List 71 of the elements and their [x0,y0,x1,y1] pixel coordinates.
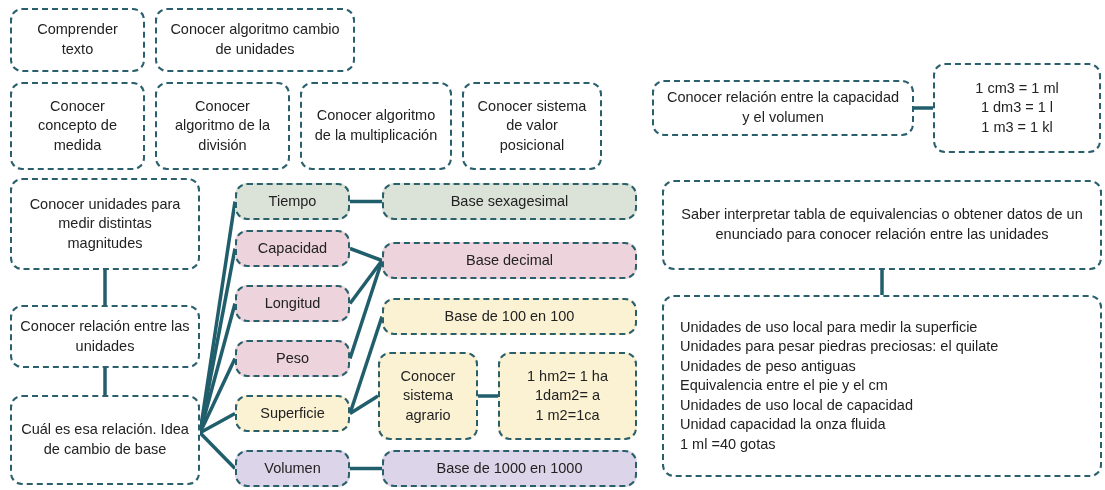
node-text: Base de 1000 en 1000 [436,458,583,478]
list-item: Equivalencia entre el pie y el cm [680,376,888,396]
magnitude-box [235,340,350,377]
concept-box [10,395,200,485]
concept-box [10,305,200,368]
node-text: Conocer sistema agrario [399,366,457,425]
concept-box [300,82,452,170]
equation-box [933,63,1101,153]
node-text: Conocer sistema de valor posicional [476,96,588,155]
list-item: 1 ml =40 gotas [680,434,776,454]
connector-line [350,199,382,204]
node-text: Saber interpretar tabla de equivalencias o obtener datos de un enunciado para conocer relación entre las unidades [680,205,1084,244]
node-text: Peso [275,348,310,368]
node-text: 1 m2=1ca [535,405,600,425]
concept-box [462,82,602,170]
node-text: Volumen [264,458,321,478]
skill-box [662,180,1102,270]
node-text: Conocer algoritmo de la división [173,96,272,155]
concept-box [155,8,355,72]
concept-box [10,178,200,270]
magnitude-box [235,230,350,267]
node-text: 1 m3 = 1 kl [981,117,1053,137]
list-item: Unidad capacidad la onza fluida [680,415,886,435]
connector-line [198,431,237,470]
list-item: Unidades de uso local de capacidad [680,395,913,415]
concept-box [10,8,145,72]
node-text: Base de 100 en 100 [444,306,575,326]
node-text: Longitud [264,293,321,313]
node-text: Tiempo [268,191,317,211]
equation-box [498,352,637,440]
node-text: Base decimal [465,250,553,270]
node-text: Capacidad [257,238,328,258]
magnitude-box [235,285,350,322]
connector-line [103,270,107,305]
node-text: Superficie [260,403,325,423]
concept-box [155,82,290,170]
connector-line [350,466,382,471]
magnitude-box [235,183,350,220]
base-box [382,298,637,335]
node-text: Conocer algoritmo cambio de unidades [169,20,341,59]
node-text: 1dam2= a [535,386,600,406]
base-box [382,450,637,487]
connector-line [349,394,379,415]
node-text: Conocer relación entre las unidades [20,316,190,356]
concept-box [10,82,145,170]
node-text: Cuál es esa relación. Idea de cambio de base [20,420,190,459]
node-text: 1 hm2= 1 ha [527,366,608,386]
magnitude-box [235,395,350,432]
node-text: 1 cm3 = 1 ml [975,78,1059,98]
base-box [382,242,637,279]
list-item: Unidades de peso antiguas [680,356,856,376]
content-list-box [662,295,1102,477]
node-text: Conocer unidades para medir distintas magnitudes [28,194,182,253]
concept-box [378,352,478,440]
list-item: Unidades de uso local para medir la superficie [680,317,978,337]
connector-line [349,246,383,263]
concept-box [652,80,914,136]
node-text: Base sexagesimal [450,191,569,211]
connector-line [880,270,884,295]
connector-line [478,394,498,398]
list-item: Unidades para pesar piedras preciosas: el quilate [680,337,999,357]
base-box [382,183,637,220]
node-text: Conocer relación entre la capacidad y el volumen [665,88,901,127]
node-text: Comprender texto [36,20,119,59]
connector-line [914,106,933,110]
node-text: Conocer concepto de medida [37,96,118,155]
node-text: Conocer algoritmo de la multiplicación [313,106,439,145]
magnitude-box [235,450,350,487]
connector-line [103,368,107,395]
node-text: 1 dm3 = 1 l [980,98,1054,118]
connector-line [199,411,236,435]
